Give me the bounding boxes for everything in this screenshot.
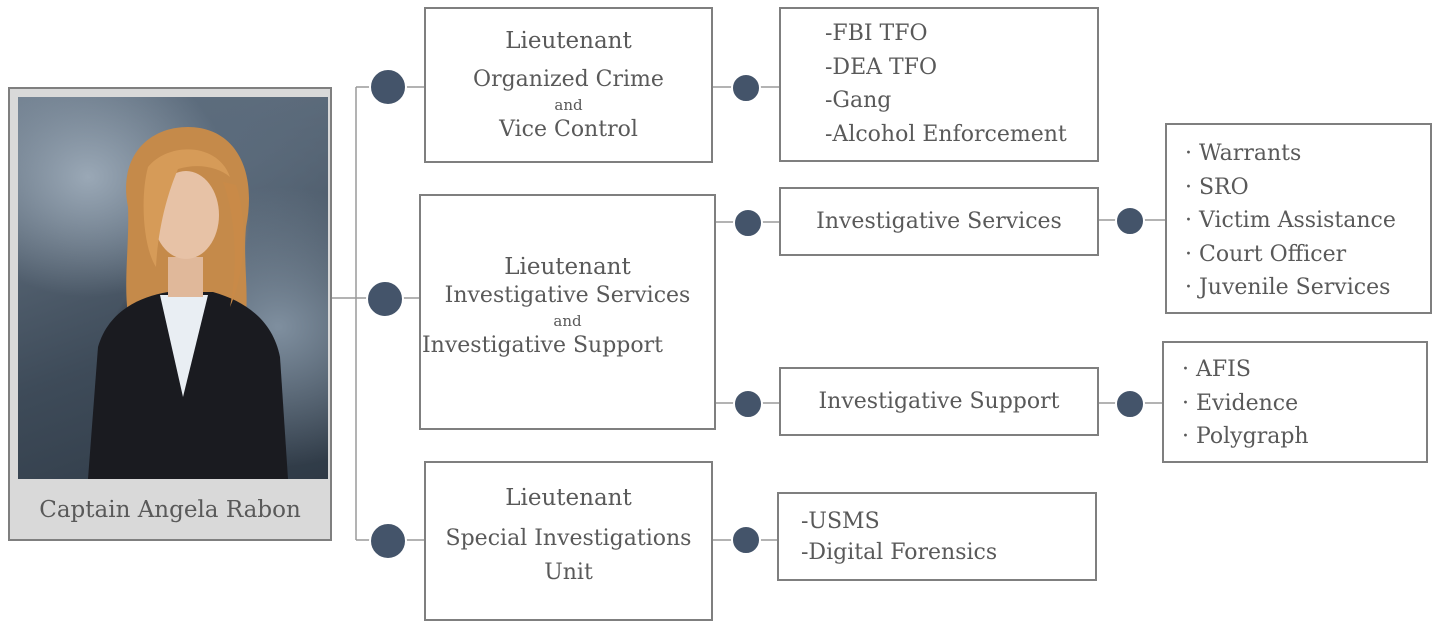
captain-name: Captain Angela Rabon bbox=[39, 497, 301, 523]
special-investigations-units: -USMS -Digital Forensics bbox=[777, 492, 1097, 581]
lieutenant-title: Lieutenant bbox=[504, 254, 631, 280]
lieutenant-connector: and bbox=[554, 96, 583, 114]
list-item: · Evidence bbox=[1182, 390, 1299, 416]
unit-label: Investigative Support bbox=[818, 388, 1060, 414]
lieutenant-line1: Special Investigations bbox=[445, 526, 692, 551]
organized-crime-units: -FBI TFO -DEA TFO -Gang -Alcohol Enforce… bbox=[779, 7, 1099, 162]
list-item: -FBI TFO bbox=[825, 21, 928, 46]
list-item: -USMS bbox=[801, 509, 880, 534]
lieutenant-special-investigations: Lieutenant Special Investigations Unit bbox=[424, 461, 713, 621]
list-item: · Victim Assistance bbox=[1185, 208, 1396, 233]
captain-photo bbox=[18, 97, 328, 479]
list-item: -Digital Forensics bbox=[801, 540, 998, 565]
unit-label: Investigative Services bbox=[816, 208, 1062, 234]
list-item: · Warrants bbox=[1185, 141, 1302, 166]
captain-card: Captain Angela Rabon bbox=[8, 87, 332, 541]
node-dot bbox=[1115, 389, 1145, 419]
node-dot bbox=[1115, 206, 1145, 236]
node-dot bbox=[369, 522, 407, 560]
lieutenant-title: Lieutenant bbox=[505, 28, 632, 54]
list-item: · SRO bbox=[1185, 174, 1249, 200]
node-dot bbox=[731, 525, 761, 555]
investigative-services-box: Investigative Services bbox=[779, 187, 1099, 256]
node-dot bbox=[733, 389, 763, 419]
list-item: · Court Officer bbox=[1185, 241, 1347, 267]
node-dot bbox=[733, 208, 763, 238]
list-item: · Polygraph bbox=[1182, 424, 1309, 449]
lieutenant-line1: Investigative Services bbox=[444, 283, 691, 308]
node-dot bbox=[731, 73, 761, 103]
investigative-services-units: · Warrants · SRO · Victim Assistance · C… bbox=[1165, 123, 1432, 314]
investigative-support-box: Investigative Support bbox=[779, 367, 1099, 436]
lieutenant-line2: Vice Control bbox=[499, 117, 638, 142]
lieutenant-title: Lieutenant bbox=[505, 485, 632, 511]
list-item: -Alcohol Enforcement bbox=[825, 121, 1067, 147]
lieutenant-organized-crime: Lieutenant Organized Crime and Vice Cont… bbox=[424, 7, 713, 163]
list-item: -DEA TFO bbox=[825, 54, 937, 80]
lieutenant-line2: Investigative Support bbox=[421, 333, 663, 358]
lieutenant-investigative: Lieutenant Investigative Services and In… bbox=[419, 194, 716, 430]
lieutenant-line2: Unit bbox=[544, 560, 593, 585]
node-dot bbox=[369, 68, 407, 106]
list-item: · AFIS bbox=[1182, 357, 1251, 382]
node-dot bbox=[366, 280, 404, 318]
investigative-support-units: · AFIS · Evidence · Polygraph bbox=[1162, 341, 1428, 463]
lieutenant-connector: and bbox=[553, 312, 582, 330]
list-item: -Gang bbox=[825, 88, 892, 113]
lieutenant-line1: Organized Crime bbox=[473, 67, 664, 92]
list-item: · Juvenile Services bbox=[1185, 275, 1391, 300]
